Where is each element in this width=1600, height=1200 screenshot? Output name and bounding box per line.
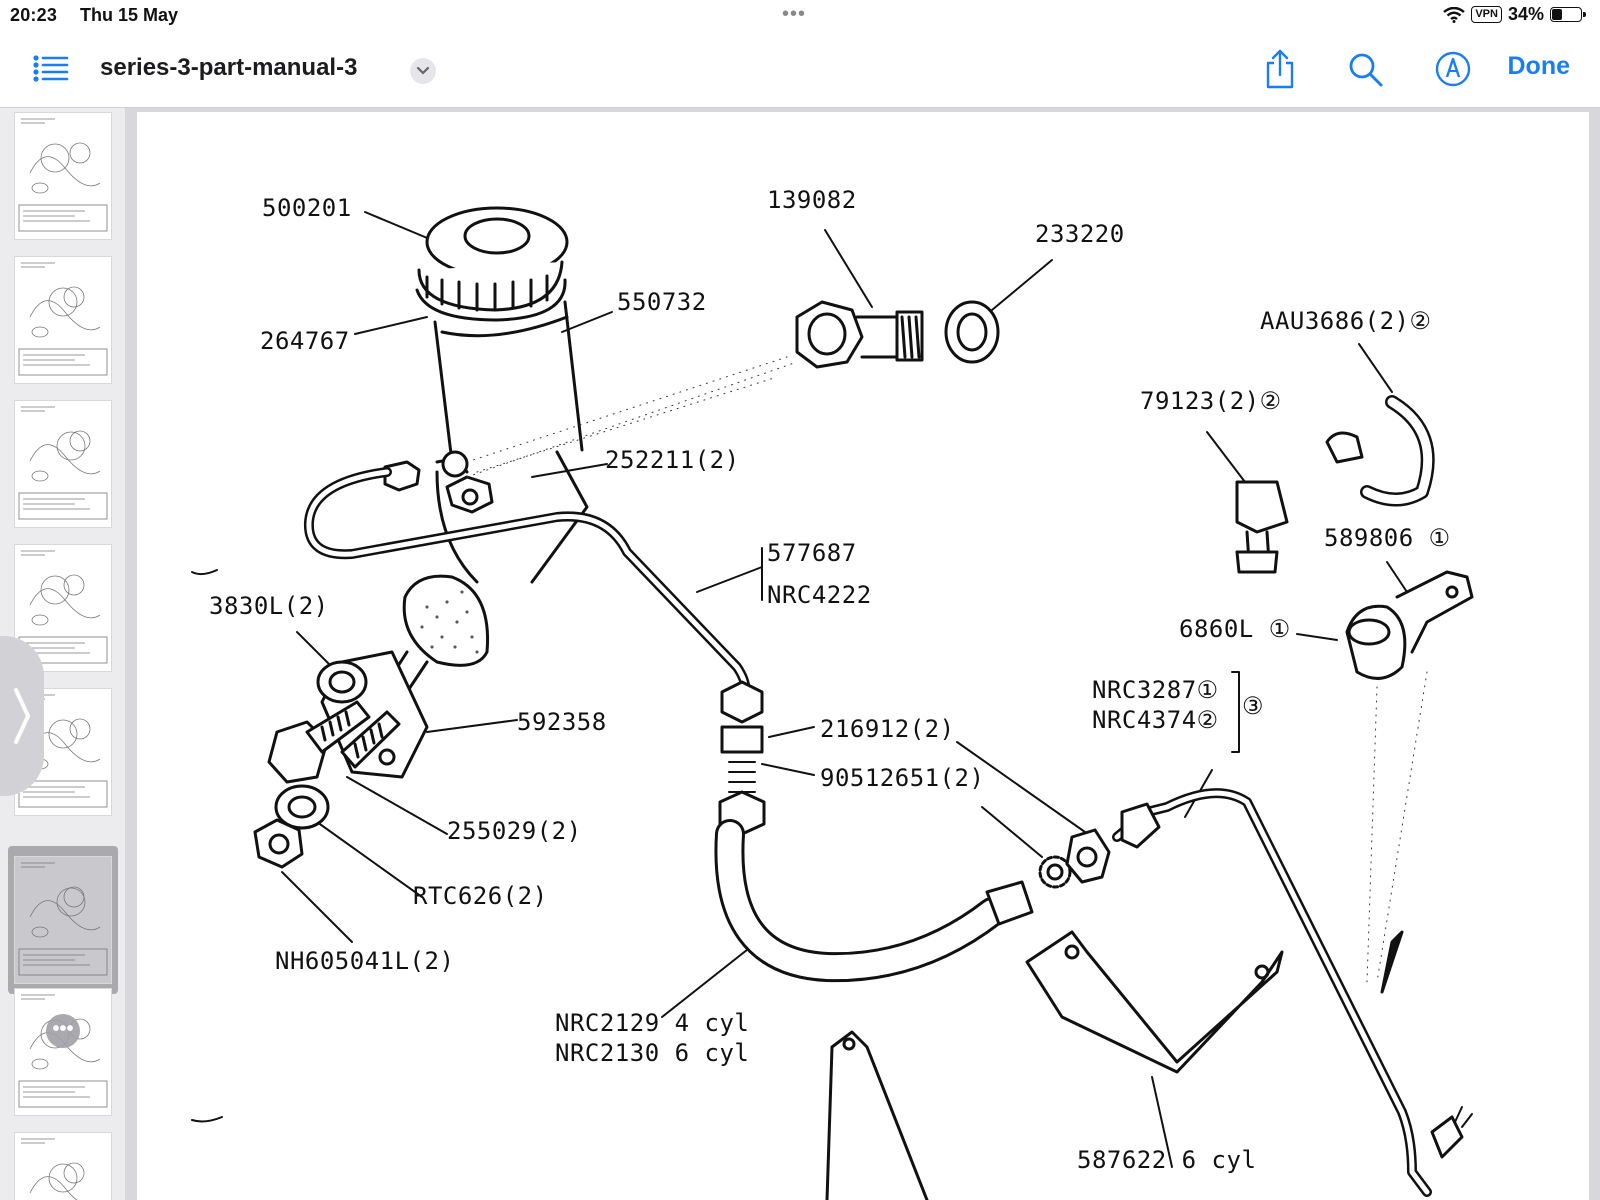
battery-icon [1550,7,1586,22]
page-thumbnail[interactable] [14,112,112,240]
part-label-589806: 589806 ① [1324,524,1451,552]
document-viewer[interactable]: 500201 139082 233220 264767 550732 AAU36… [125,108,1600,1200]
share-icon[interactable] [1262,48,1298,90]
part-label-216912: 216912(2) [820,715,955,743]
battery-fill [1552,9,1562,20]
markup-icon[interactable] [1434,50,1472,88]
part-label-nrc2129: NRC2129 4 cyl [555,1009,750,1037]
part-label-233220: 233220 [1035,220,1125,248]
done-button[interactable]: Done [1507,52,1571,80]
page-thumbnail[interactable] [14,1132,112,1200]
status-date: Thu 15 May [80,5,179,25]
part-label-550732: 550732 [617,288,707,316]
part-label-139082: 139082 [767,186,857,214]
vpn-badge: VPN [1471,6,1502,23]
sidebar-handle[interactable] [0,636,44,796]
part-label-255029: 255029(2) [447,817,582,845]
search-icon[interactable] [1348,52,1384,88]
part-label-nrc2130: NRC2130 6 cyl [555,1039,750,1067]
document-title[interactable]: series-3-part-manual-3 [100,54,358,81]
part-label-264767: 264767 [260,327,350,355]
part-label-rtc626: RTC626(2) [413,882,548,910]
part-label-592358: 592358 [517,708,607,736]
part-label-nrc4374: NRC4374② [1092,706,1219,734]
part-label-6860l: 6860L ① [1179,615,1291,643]
thumbnail-more-button[interactable]: ••• [46,1014,80,1048]
multitasking-dots-icon[interactable]: ••• [782,3,807,25]
part-label-aau3686: AAU3686(2)② [1260,307,1432,335]
page-thumbnail[interactable] [14,988,112,1116]
part-label-577687: 577687 [767,539,857,567]
toolbar: series-3-part-manual-3 Done [0,32,1600,108]
battery-percent: 34% [1507,4,1544,24]
parts-diagram [191,206,1474,1200]
list-icon[interactable] [32,52,70,84]
thumbnail-sidebar[interactable]: ••• [0,108,125,1200]
status-indicators: VPN 34% [1443,4,1586,25]
part-label-nh605041l: NH605041L(2) [275,947,455,975]
part-label-587622: 587622 6 cyl [1077,1146,1257,1174]
part-label-nrc4222: NRC4222 [767,581,872,609]
part-label-500201: 500201 [262,194,352,222]
document-page: 500201 139082 233220 264767 550732 AAU36… [137,112,1589,1200]
page-thumbnail[interactable] [14,400,112,528]
chevron-down-icon[interactable] [410,58,436,84]
group-label-3: ③ [1242,692,1265,720]
status-bar: 20:23 Thu 15 May ••• VPN 34% [0,0,1600,32]
part-label-90512651: 90512651(2) [820,764,985,792]
page-thumbnail[interactable] [14,856,112,984]
part-label-3830l: 3830L(2) [209,592,329,620]
status-time: 20:23 [10,5,58,25]
chevron-right-icon [14,688,30,744]
part-label-nrc3287: NRC3287① [1092,676,1219,704]
page-thumbnail[interactable] [14,256,112,384]
wifi-icon [1443,6,1466,23]
part-label-252211: 252211(2) [605,446,740,474]
part-label-79123: 79123(2)② [1140,387,1282,415]
